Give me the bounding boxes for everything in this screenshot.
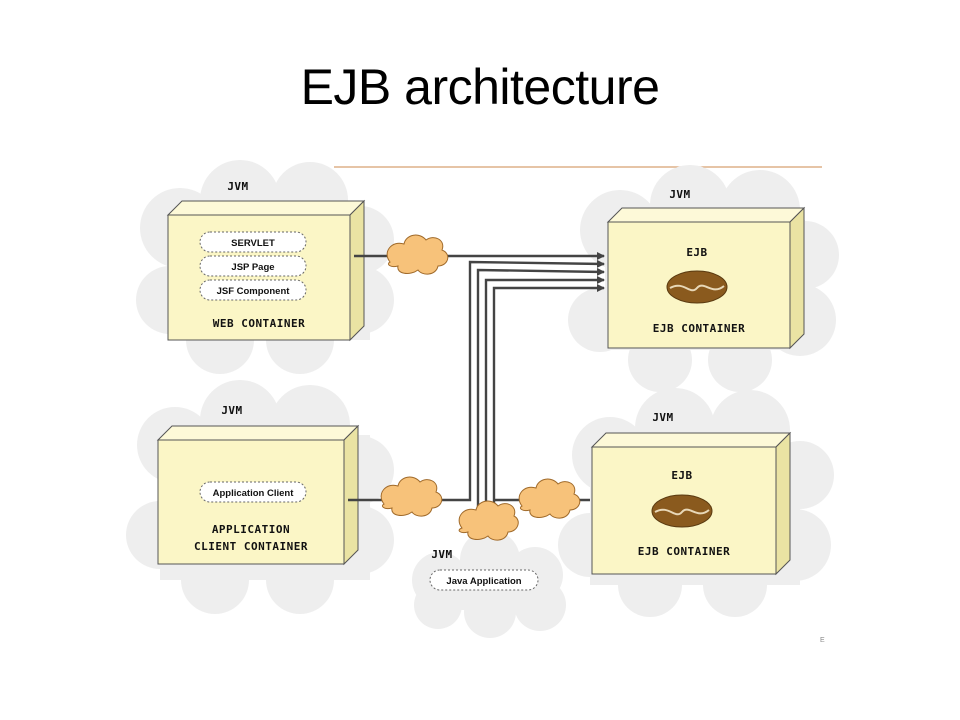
java-app-to-ejb-line-b bbox=[484, 276, 605, 520]
network-cloud-ejb-2 bbox=[518, 478, 581, 519]
jvm-label-ejb-2: JVM bbox=[652, 411, 673, 424]
java-application-pill bbox=[429, 569, 539, 591]
coffee-bean-icon bbox=[666, 270, 728, 304]
ejb-label-2: EJB bbox=[671, 469, 692, 482]
java-application-label: Java Application bbox=[446, 576, 521, 587]
jvm-label-app-client: JVM bbox=[221, 404, 242, 417]
jvm-label-ejb-1: JVM bbox=[669, 188, 690, 201]
jsf-component-pill bbox=[199, 279, 307, 301]
web-components: SERVLET JSP Page JSF Component bbox=[199, 231, 307, 301]
application-client-pill bbox=[199, 481, 307, 503]
application-client-label: Application Client bbox=[213, 488, 295, 499]
corner-mark: E bbox=[820, 637, 825, 644]
ejb-container-label-1: EJB CONTAINER bbox=[653, 322, 746, 335]
network-cloud-java-app bbox=[458, 500, 519, 541]
app-client-container-label-2: CLIENT CONTAINER bbox=[194, 540, 308, 553]
jsf-component-label: JSF Component bbox=[217, 286, 291, 297]
jvm-label-web: JVM bbox=[227, 180, 248, 193]
network-cloud-app-client bbox=[380, 476, 443, 517]
ejb-label-1: EJB bbox=[686, 246, 707, 259]
network-cloud-web bbox=[386, 234, 449, 275]
jsp-page-label: JSP Page bbox=[231, 262, 274, 273]
servlet-pill bbox=[199, 231, 307, 253]
app-client-container-label-1: APPLICATION bbox=[212, 523, 290, 536]
jvm-label-java-app: JVM bbox=[431, 548, 452, 561]
java-app-to-ejb-line-a bbox=[476, 267, 605, 520]
coffee-bean-icon-2 bbox=[651, 494, 713, 528]
java-app-to-ejb-line-c bbox=[492, 284, 605, 520]
servlet-label: SERVLET bbox=[231, 238, 275, 249]
web-container-label: WEB CONTAINER bbox=[213, 317, 306, 330]
ejb-container-label-2: EJB CONTAINER bbox=[638, 545, 731, 558]
jsp-page-pill bbox=[199, 255, 307, 277]
slide-title: EJB architecture bbox=[300, 59, 660, 115]
